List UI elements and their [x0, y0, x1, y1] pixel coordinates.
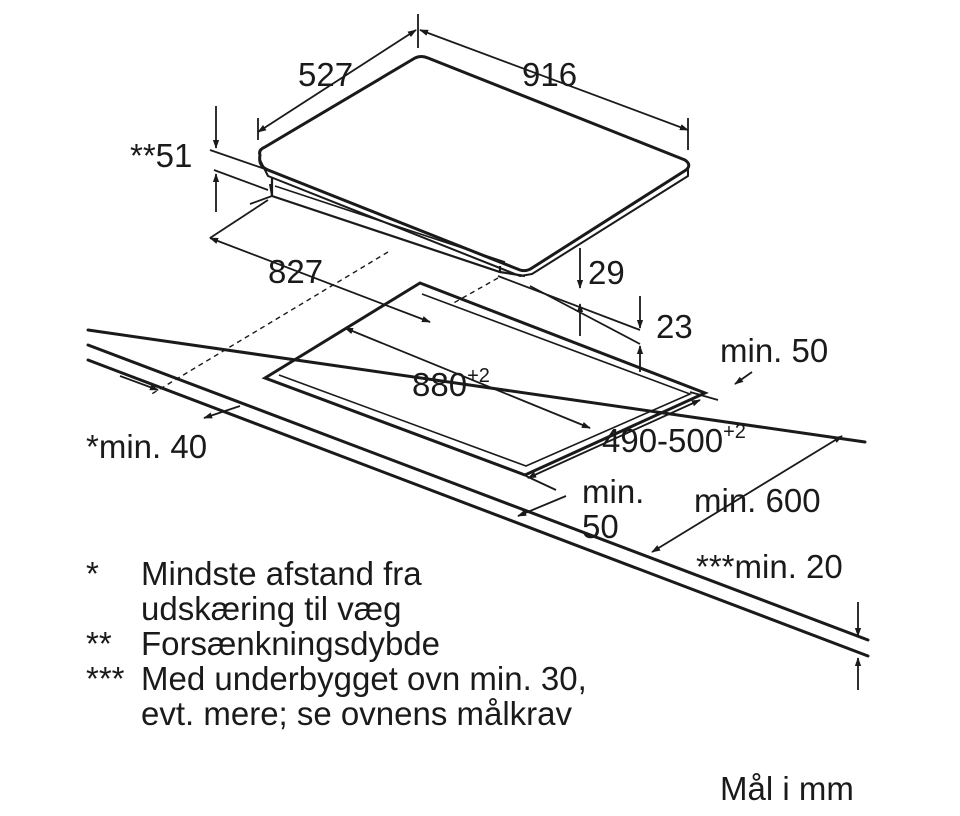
dim-frame-width: 827 [268, 253, 323, 290]
legend-text: Forsænkningsdybde [141, 625, 440, 662]
worktop-front-bottom-edge [86, 358, 870, 658]
dim-min-front-line2: 50 [582, 508, 619, 545]
legend-mark: * [86, 555, 99, 592]
hob-body-line [274, 185, 506, 263]
legend-text: udskæring til væg [141, 590, 402, 627]
legend-text: Med underbygget ovn min. 30, [141, 660, 587, 697]
legend-mark: *** [86, 660, 125, 697]
worktop-front-top-edge [86, 343, 870, 642]
legend-mark-blank [86, 696, 141, 731]
legend-mark: ** [86, 625, 112, 662]
units-note: Mål i mm [720, 770, 854, 807]
dim-min-worktop-depth: min. 600 [694, 482, 821, 519]
dim-cutout-depth-tolerance: +2 [723, 421, 746, 443]
legend-row: ** Forsænkningsdybde [86, 626, 587, 661]
dimension-lines [119, 14, 862, 690]
dim-min-worktop-thickness: ***min. 20 [696, 548, 843, 585]
legend-row: evt. mere; se ovnens målkrav [86, 696, 587, 731]
dim-thickness-top: 29 [588, 254, 625, 291]
dim-recess-depth: **51 [130, 137, 192, 174]
dim-thickness-bottom: 23 [656, 308, 693, 345]
hob-glass-edge [259, 159, 689, 277]
dim-cutout-width: 880+2 [412, 365, 490, 403]
dim-depth: 527 [298, 56, 353, 93]
legend-text: evt. mere; se ovnens målkrav [141, 695, 572, 732]
legend-row: * Mindste afstand fra [86, 556, 587, 591]
hob-body [270, 178, 526, 278]
dim-cutout-width-value: 880 [412, 366, 467, 403]
hob-lower-frame [269, 183, 273, 197]
dim-cutout-depth-value: 490-500 [602, 422, 723, 459]
legend-mark-blank [86, 591, 141, 626]
dim-cutout-depth: 490-500+2 [602, 421, 746, 459]
legend-row: udskæring til væg [86, 591, 587, 626]
dim-min-wall-distance: *min. 40 [86, 428, 207, 465]
dim-cutout-width-tolerance: +2 [467, 365, 490, 387]
dim-width: 916 [522, 56, 577, 93]
dim-min-rear: min. 50 [720, 332, 828, 369]
legend-row: *** Med underbygget ovn min. 30, [86, 661, 587, 696]
legend: * Mindste afstand fra udskæring til væg … [86, 556, 587, 731]
dim-min-front-line1: min. [582, 473, 644, 510]
legend-text: Mindste afstand fra [141, 555, 422, 592]
